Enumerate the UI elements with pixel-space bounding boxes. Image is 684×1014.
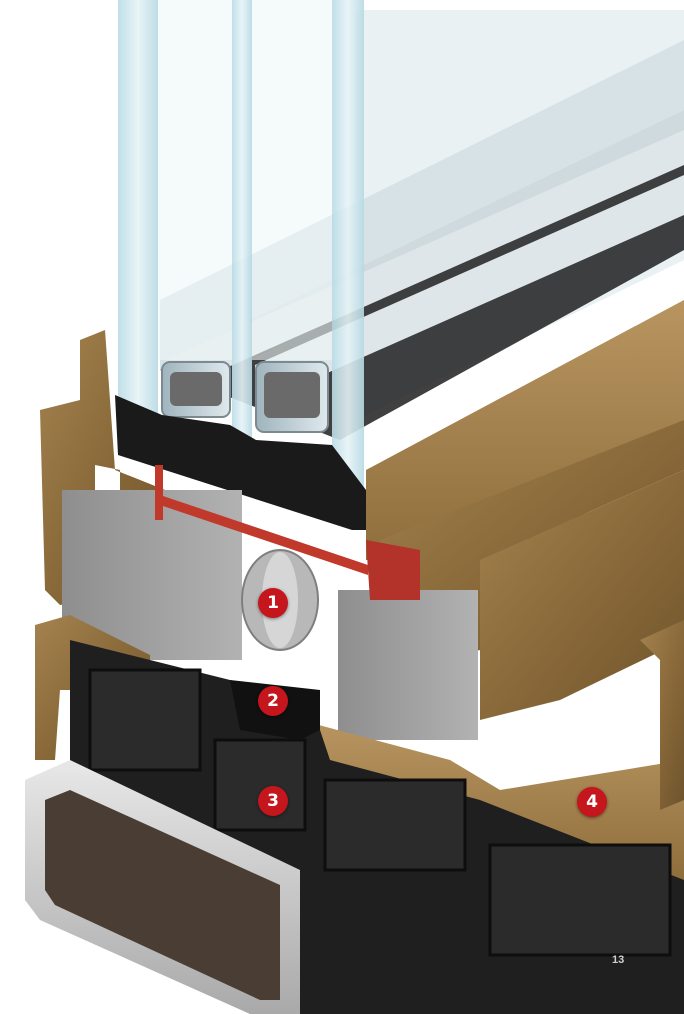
- glass-pane-middle: [232, 0, 252, 440]
- page-number: 13: [612, 954, 625, 966]
- glazing-seal: [115, 395, 366, 530]
- callout-marker-1: 1: [258, 588, 288, 618]
- aluminium-sill-profile: [25, 760, 300, 1014]
- callout-marker-4: 4: [577, 787, 607, 817]
- callout-marker-2: 2: [258, 686, 288, 716]
- red-seal: [155, 465, 420, 600]
- glass-pane-outer: [118, 0, 158, 420]
- callout-marker-3: 3: [258, 786, 288, 816]
- glass-pane-inner: [332, 0, 364, 490]
- triple-glazing: [118, 0, 364, 490]
- warm-edge-spacers: [161, 361, 329, 433]
